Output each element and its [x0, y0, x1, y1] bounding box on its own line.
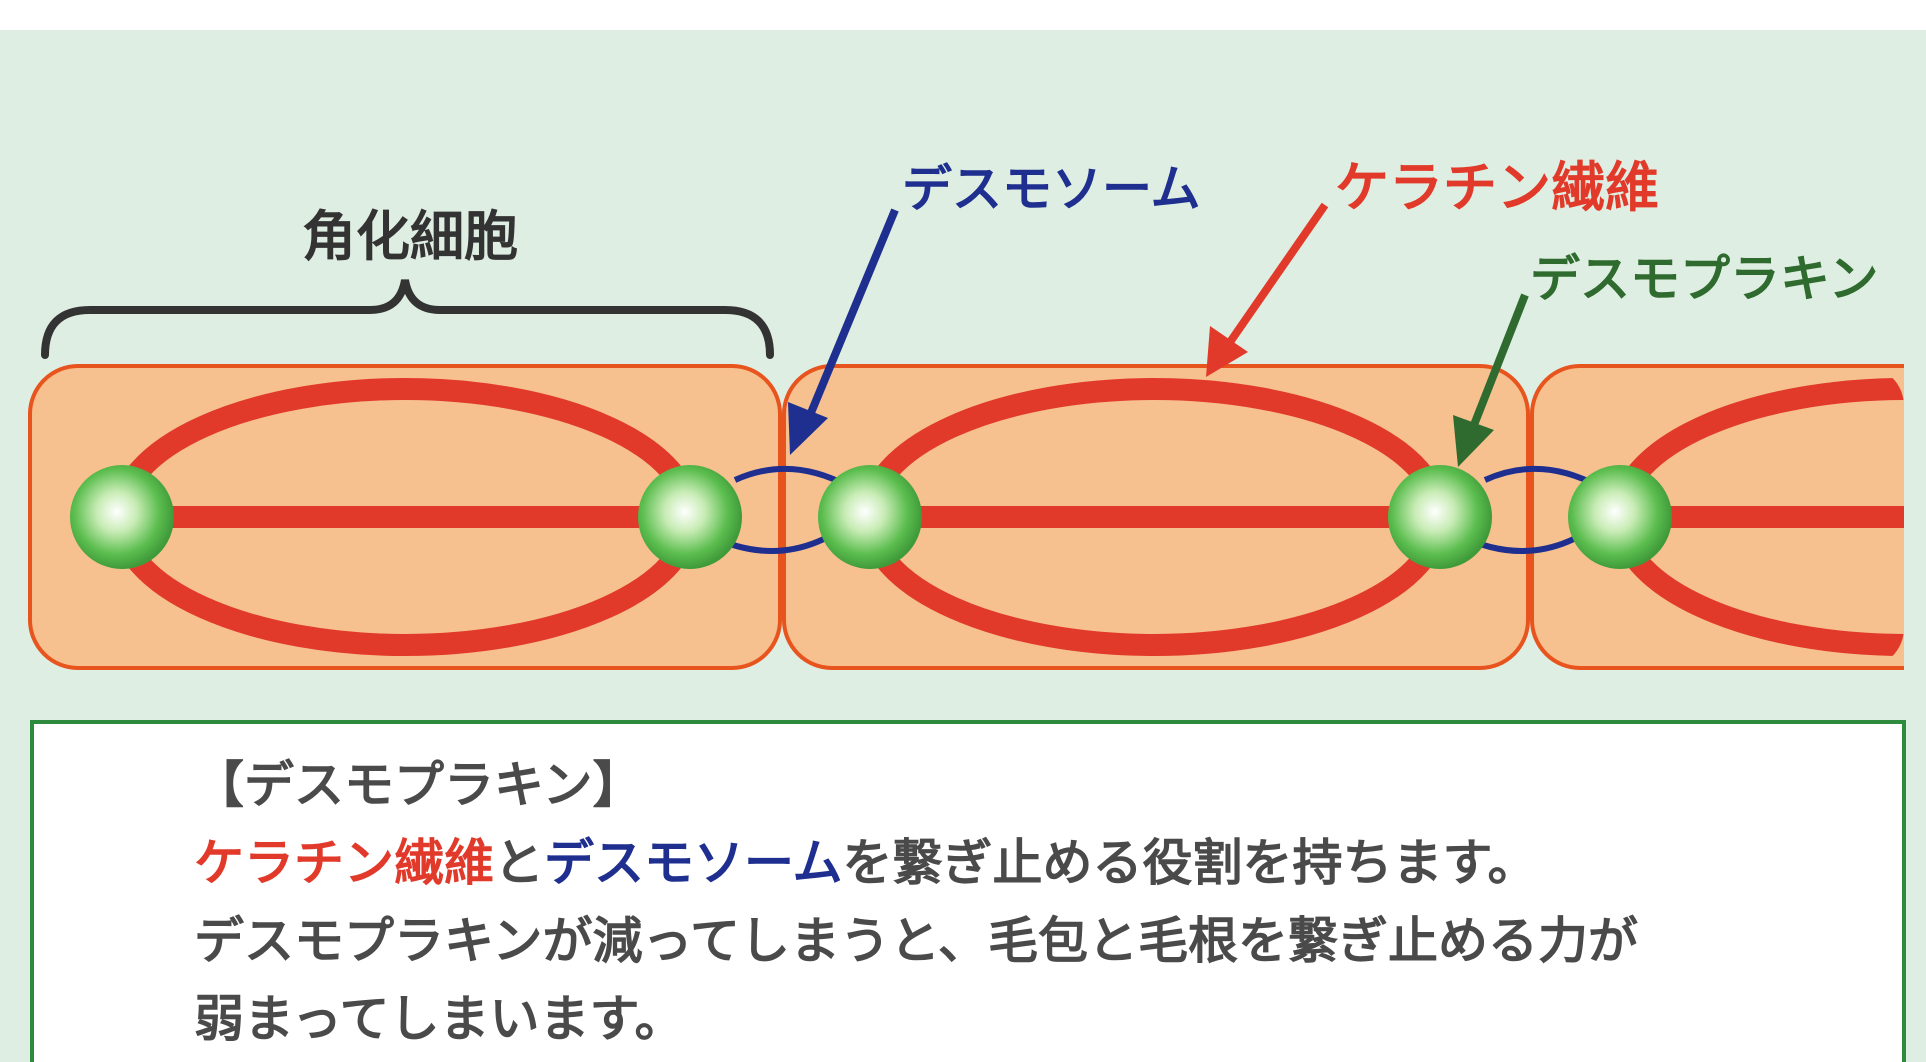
desmoplakin-node — [1568, 465, 1672, 569]
description-line-2: デスモプラキンが減ってしまうと、毛包と毛根を繋ぎ止める力が — [194, 912, 1638, 970]
keratin-fiber-term: ケラチン繊維 — [194, 834, 494, 892]
desmoplakin-node — [638, 465, 742, 569]
description-box: 【デスモプラキン】 ケラチン繊維とデスモソームを繋ぎ止める役割を持ちます。 デス… — [30, 720, 1906, 1062]
desmosome-arrow — [788, 208, 899, 455]
keratinocyte-brace — [41, 279, 774, 359]
desmoplakin-node — [1388, 465, 1492, 569]
keratinocyte-label: 角化細胞 — [302, 205, 518, 268]
desmoplakin-node — [70, 465, 174, 569]
description-line-1: ケラチン繊維とデスモソームを繋ぎ止める役割を持ちます。 — [194, 824, 1638, 902]
desmoplakin-node — [818, 465, 922, 569]
description-text: 【デスモプラキン】 ケラチン繊維とデスモソームを繋ぎ止める役割を持ちます。 デス… — [194, 746, 1638, 1058]
cell-2 — [782, 364, 1530, 670]
description-heading: 【デスモプラキン】 — [194, 756, 643, 814]
description-line-3: 弱まってしまいます。 — [194, 990, 685, 1048]
desmoplakin-label: デスモプラキン — [1530, 250, 1879, 308]
desmoplakin-arrow — [1453, 293, 1529, 467]
role-text: を繋ぎ止める役割を持ちます。 — [842, 834, 1538, 892]
keratin-fiber-label: ケラチン繊維 — [1335, 156, 1659, 219]
desmosome-label: デスモソーム — [902, 160, 1201, 218]
keratin-fiber-arrow — [1206, 202, 1329, 377]
connector-text: と — [494, 834, 544, 892]
desmosome-term: デスモソーム — [544, 834, 843, 892]
